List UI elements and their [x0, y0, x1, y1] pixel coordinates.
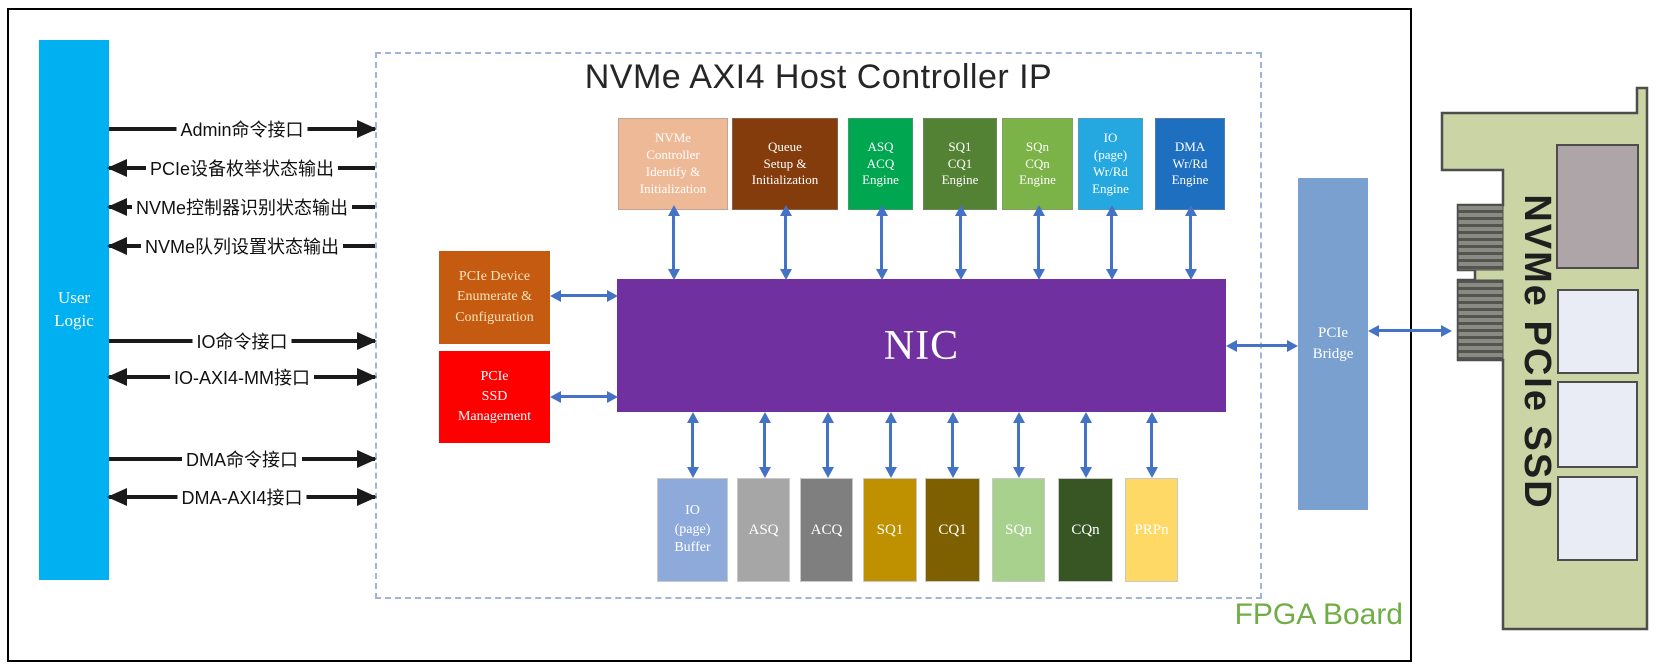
bus-arrow-vertical [667, 205, 680, 280]
bus-arrow-nic-bridge [1226, 339, 1298, 352]
block-prpn: PRPn [1125, 478, 1178, 582]
fpga-board-outline [7, 8, 1412, 662]
arrowhead-left [107, 198, 127, 216]
bus-arrow-vertical [758, 412, 771, 478]
bus-arrow-vertical [875, 205, 888, 280]
ssd-chip [1557, 289, 1639, 374]
block-queue-setup-init: Queue Setup & Initialization [732, 118, 838, 210]
bus-arrow-vertical [1105, 205, 1118, 280]
arrowhead-left [107, 368, 127, 386]
bus-arrow-vertical [1145, 412, 1158, 478]
block-acq: ACQ [800, 478, 853, 582]
bus-arrow-vertical [1032, 205, 1045, 280]
block-pcie-ssd-management: PCIe SSD Management [439, 351, 550, 443]
arrowhead-right [357, 368, 377, 386]
interface-label: Admin命令接口 [176, 116, 308, 142]
bus-arrow-vertical [821, 412, 834, 478]
interface-label: DMA命令接口 [182, 446, 302, 472]
ip-boundary-box [375, 52, 1262, 599]
block-pcie-device-enumerate-config: PCIe Device Enumerate & Configuration [439, 251, 550, 344]
nvme-pcie-ssd-card: NVMe PCIe SSD [1440, 86, 1649, 631]
arrow-io-axi4-mm-interface: IO-AXI4-MM接口 [107, 364, 377, 390]
arrowhead-right [357, 450, 377, 468]
arrow-admin-command-interface: Admin命令接口 [109, 116, 377, 142]
arrow-pcie-enum-status: PCIe设备枚举状态输出 [107, 155, 375, 181]
interface-label: IO命令接口 [192, 328, 292, 354]
interface-label: PCIe设备枚举状态输出 [145, 155, 339, 181]
arrow-io-command-interface: IO命令接口 [109, 328, 377, 354]
nic-block: NIC [617, 279, 1226, 412]
arrowhead-right [357, 120, 377, 138]
fpga-board-label: FPGA Board [1234, 598, 1403, 631]
bus-arrow-ssdmgmt-nic [550, 390, 618, 403]
block-sqn-cqn-engine: SQn CQn Engine [1002, 118, 1073, 210]
bus-arrow-vertical [686, 412, 699, 478]
block-dma-wr-rd-engine: DMA Wr/Rd Engine [1155, 118, 1225, 210]
block-asq-acq-engine: ASQ ACQ Engine [848, 118, 913, 210]
bus-arrow-enum-nic [550, 289, 618, 302]
block-io-page-wr-rd-engine: IO (page) Wr/Rd Engine [1078, 118, 1143, 210]
block-asq: ASQ [737, 478, 790, 582]
arrowhead-left [107, 488, 127, 506]
arrowhead-left [107, 159, 127, 177]
bus-arrow-vertical [1079, 412, 1092, 478]
bus-arrow-vertical [779, 205, 792, 280]
arrow-dma-command-interface: DMA命令接口 [109, 446, 377, 472]
bus-arrow-vertical [954, 205, 967, 280]
page-title: NVMe AXI4 Host Controller IP [584, 58, 1053, 96]
arrowhead-right [357, 488, 377, 506]
ssd-card-label: NVMe PCIe SSD [1516, 194, 1558, 509]
pcie-bridge-block: PCIe Bridge [1298, 178, 1368, 510]
ssd-edge-connector [1457, 204, 1504, 271]
arrow-nvme-queue-status: NVMe队列设置状态输出 [107, 233, 375, 259]
block-sqn: SQn [992, 478, 1045, 582]
arrow-dma-axi4-interface: DMA-AXI4接口 [107, 484, 377, 510]
bus-arrow-vertical [1012, 412, 1025, 478]
block-cqn: CQn [1058, 478, 1113, 582]
arrowhead-left [107, 237, 127, 255]
ssd-chip [1557, 476, 1638, 561]
interface-label: IO-AXI4-MM接口 [169, 364, 315, 390]
bus-arrow-vertical [946, 412, 959, 478]
arrowhead-right [357, 332, 377, 350]
block-nvme-controller-identify-init: NVMe Controller Identify & Initializatio… [618, 118, 728, 210]
block-io-page-buffer: IO (page) Buffer [657, 478, 728, 582]
interface-label: DMA-AXI4接口 [177, 484, 307, 510]
ssd-chip [1557, 381, 1638, 468]
block-cq1: CQ1 [925, 478, 980, 582]
arrow-nvme-identify-status: NVMe控制器识别状态输出 [107, 194, 375, 220]
ssd-chip [1556, 144, 1639, 269]
bus-arrow-vertical [1184, 205, 1197, 280]
block-sq1: SQ1 [863, 478, 917, 582]
block-sq1-cq1-engine: SQ1 CQ1 Engine [923, 118, 997, 210]
bus-arrow-bridge-ssd [1368, 324, 1452, 337]
interface-label: NVMe队列设置状态输出 [140, 233, 344, 259]
ssd-edge-connector [1457, 279, 1504, 361]
bus-arrow-vertical [884, 412, 897, 478]
user-logic-block: User Logic [39, 40, 109, 580]
interface-label: NVMe控制器识别状态输出 [131, 194, 353, 220]
